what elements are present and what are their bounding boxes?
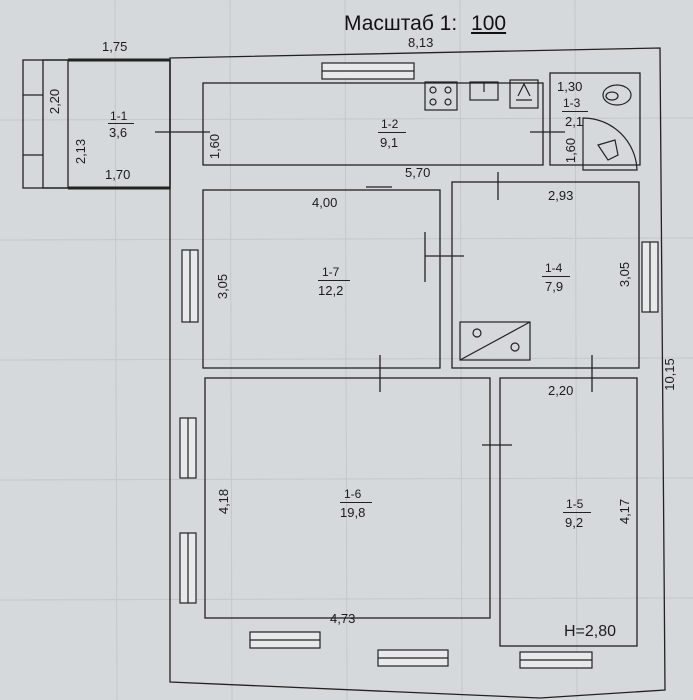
dim-room-1-5-w: 2,20 (548, 383, 574, 398)
room-1-7-id: 1-7 (322, 265, 340, 279)
toilet-icon (602, 84, 632, 106)
room-1-1-id: 1-1 (110, 109, 128, 123)
room-1-5-id: 1-5 (566, 497, 584, 511)
bath-fixtures (582, 84, 638, 171)
dim-top-total: 8,13 (408, 35, 434, 50)
room-1-4-id: 1-4 (545, 261, 563, 275)
kitchen-fixtures (424, 79, 539, 361)
dim-porch-inner-h: 2,13 (73, 138, 89, 165)
dim-room-1-4-h: 3,05 (617, 261, 633, 288)
shower-tray-icon (582, 117, 638, 171)
stove-room-1-4-icon (459, 321, 531, 361)
room-1-2-area: 9,1 (380, 135, 399, 150)
dim-room-1-6-w: 4,73 (330, 611, 356, 626)
door-marks (155, 131, 593, 446)
dim-kitchen-w: 5,70 (405, 165, 431, 180)
dim-porch-outer-h: 2,20 (47, 88, 63, 115)
room-1-6-id: 1-6 (344, 487, 362, 501)
dim-kitchen-h-right: 1,60 (563, 137, 579, 164)
dim-porch-top: 1,75 (102, 39, 128, 54)
dim-kitchen-h-left: 1,60 (207, 133, 223, 160)
room-1-6-outline (204, 377, 491, 619)
room-1-6-area: 19,8 (340, 505, 366, 520)
dim-right-total: 10,15 (661, 358, 677, 391)
dim-room-1-6-h: 4,18 (216, 488, 232, 515)
windows (179, 62, 659, 669)
room-1-4-area: 7,9 (545, 279, 564, 294)
room-1-2-id: 1-2 (381, 117, 399, 131)
scale-title: Масштаб 1: 100 (344, 12, 506, 36)
room-1-7-area: 12,2 (318, 283, 344, 298)
room-1-3-outline (549, 72, 641, 166)
dim-bath-w: 1,30 (557, 79, 583, 94)
room-1-3-id: 1-3 (563, 96, 581, 110)
room-1-5-area: 9,2 (565, 515, 584, 530)
room-1-2-outline (202, 82, 544, 166)
ceiling-height: H=2,80 (564, 623, 617, 640)
boiler-icon (509, 79, 539, 109)
room-1-5-outline (499, 377, 638, 647)
dim-room-1-4-w: 2,93 (548, 188, 574, 203)
dim-room-1-7-w: 4,00 (312, 195, 338, 210)
dim-room-1-7-h: 3,05 (215, 273, 231, 300)
room-1-1-area: 3,6 (109, 125, 128, 140)
outer-wall (169, 47, 666, 699)
room-1-3-area: 2,1 (565, 114, 584, 129)
room-1-4-outline (451, 181, 640, 369)
porch-outline (22, 59, 171, 189)
stove-icon (424, 81, 458, 111)
dim-room-1-5-h: 4,17 (617, 498, 633, 525)
dim-porch-bottom: 1,70 (105, 167, 131, 182)
scale-value: 100 (471, 12, 507, 35)
scale-prefix: Масштаб 1: (344, 12, 458, 35)
room-1-7-outline (202, 189, 441, 369)
